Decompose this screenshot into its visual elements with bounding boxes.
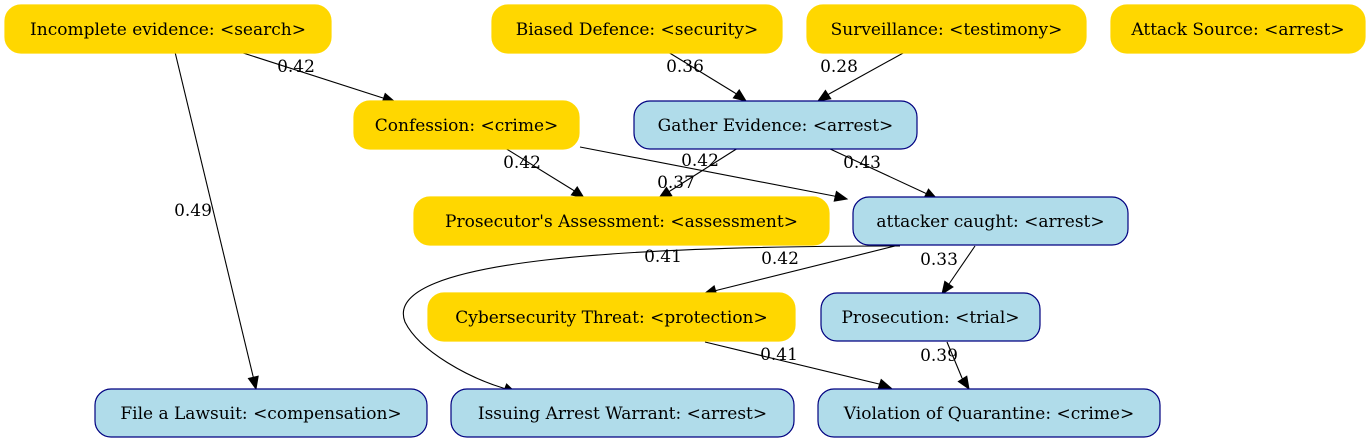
node-surveillance[interactable]: Surveillance: <testimony>: [806, 4, 1087, 54]
node-prosecution[interactable]: Prosecution: <trial>: [820, 292, 1041, 342]
node-label: Issuing Arrest Warrant: <arrest>: [478, 404, 767, 424]
node-issuing-warrant[interactable]: Issuing Arrest Warrant: <arrest>: [450, 388, 795, 438]
arrowhead: [877, 378, 893, 390]
node-label: Surveillance: <testimony>: [831, 20, 1063, 40]
node-layer: Incomplete evidence: <search> Biased Defe…: [4, 4, 1366, 438]
node-box: [817, 388, 1161, 438]
node-box: [1110, 4, 1366, 54]
node-box: [413, 196, 830, 246]
edge-line: [667, 51, 736, 94]
node-label: Violation of Quarantine: <crime>: [843, 404, 1134, 424]
node-incomplete-evidence[interactable]: Incomplete evidence: <search>: [4, 4, 332, 54]
edge-connector: [827, 93, 830, 96]
edge-connector: [924, 192, 927, 195]
edge-weight-label: 0.33: [920, 250, 958, 270]
edge-connector: [961, 377, 964, 380]
edge-line: [402, 245, 901, 389]
node-violation-quarantine[interactable]: Violation of Quarantine: <crime>: [817, 388, 1161, 438]
node-label: Incomplete evidence: <search>: [30, 20, 306, 40]
edge-line: [827, 147, 926, 194]
node-box: [353, 100, 580, 150]
edge-line: [504, 147, 574, 191]
edge-line: [946, 341, 963, 379]
node-cybersecurity-threat[interactable]: Cybersecurity Threat: <protection>: [427, 292, 796, 342]
edge-line: [239, 51, 384, 99]
arrowhead: [570, 185, 586, 199]
node-box: [94, 388, 428, 438]
edge-confession-to-prosecutor-assessment: 0.42: [503, 147, 586, 199]
node-prosecutor-assessment[interactable]: Prosecutor's Assessment: <assessment>: [413, 196, 830, 246]
edge-attacker-caught-to-prosecution: 0.33: [920, 245, 976, 296]
node-label: attacker caught: <arrest>: [876, 212, 1104, 232]
node-box: [852, 196, 1129, 246]
edge-line: [704, 341, 880, 385]
node-attack-source[interactable]: Attack Source: <arrest>: [1110, 4, 1366, 54]
edge-surveillance-to-gather-evidence: 0.28: [816, 51, 906, 102]
node-label: Biased Defence: <security>: [516, 20, 759, 40]
node-attacker-caught[interactable]: attacker caught: <arrest>: [852, 196, 1129, 246]
arrowhead: [732, 88, 748, 102]
edge-weight-label: 0.28: [820, 57, 858, 77]
edge-incomplete-evidence-to-confession: 0.42: [239, 51, 397, 104]
edge-weight-label: 0.49: [174, 201, 212, 221]
edge-connector: [715, 289, 719, 292]
node-box: [491, 4, 783, 54]
node-label: Prosecutor's Assessment: <assessment>: [445, 212, 798, 232]
edge-cybersecurity-threat-to-violation-quarantine: 0.41: [704, 341, 893, 390]
edge-weight-label: 0.36: [666, 57, 704, 77]
edge-incomplete-evidence-to-file-lawsuit: 0.49: [174, 51, 259, 391]
edge-line: [579, 146, 835, 197]
edge-weight-label: 0.39: [920, 346, 958, 366]
node-label: Prosecution: <trial>: [841, 308, 1019, 328]
edge-weight-label: 0.42: [761, 249, 799, 269]
node-label: File a Lawsuit: <compensation>: [120, 404, 401, 424]
node-box: [806, 4, 1087, 54]
edge-biased-defence-to-gather-evidence: 0.36: [666, 51, 748, 102]
arrowhead: [833, 190, 849, 202]
edge-line: [717, 245, 896, 291]
arrowhead: [941, 280, 954, 296]
node-box: [820, 292, 1041, 342]
edge-gather-evidence-to-attacker-caught: 0.43: [827, 147, 939, 200]
edge-weight-label: 0.43: [843, 153, 881, 173]
node-confession[interactable]: Confession: <crime>: [353, 100, 580, 150]
edge-weight-label: 0.42: [681, 151, 719, 171]
node-box: [450, 388, 795, 438]
node-biased-defence[interactable]: Biased Defence: <security>: [491, 4, 783, 54]
edge-weight-label: 0.41: [760, 345, 798, 365]
edge-attacker-caught-to-cybersecurity-threat: 0.42: [702, 245, 896, 297]
node-label: Attack Source: <arrest>: [1130, 20, 1344, 40]
edge-confession-to-attacker-caught: 0.42: [579, 146, 849, 202]
edge-line: [669, 147, 739, 192]
arrowhead: [816, 89, 832, 102]
node-label: Gather Evidence: <arrest>: [658, 116, 894, 136]
edge-line: [174, 51, 254, 377]
edge-connector: [572, 189, 575, 192]
node-label: Cybersecurity Threat: <protection>: [455, 308, 768, 328]
edge-weight-label: 0.42: [277, 57, 315, 77]
edge-weight-label: 0.42: [503, 153, 541, 173]
node-box: [633, 100, 918, 150]
edge-connector: [734, 92, 737, 95]
edge-prosecution-to-violation-quarantine: 0.39: [920, 341, 970, 391]
node-file-lawsuit[interactable]: File a Lawsuit: <compensation>: [94, 388, 428, 438]
edge-line: [948, 245, 976, 285]
node-label: Confession: <crime>: [375, 116, 559, 136]
arrowhead: [247, 375, 259, 391]
arrowhead: [957, 375, 970, 391]
node-box: [4, 4, 332, 54]
node-box: [427, 292, 796, 342]
edge-line: [828, 51, 906, 95]
edge-weight-label: 0.41: [644, 247, 682, 267]
edge-weight-label: 0.37: [657, 173, 695, 193]
edge-connector: [668, 190, 671, 193]
node-gather-evidence[interactable]: Gather Evidence: <arrest>: [633, 100, 918, 150]
